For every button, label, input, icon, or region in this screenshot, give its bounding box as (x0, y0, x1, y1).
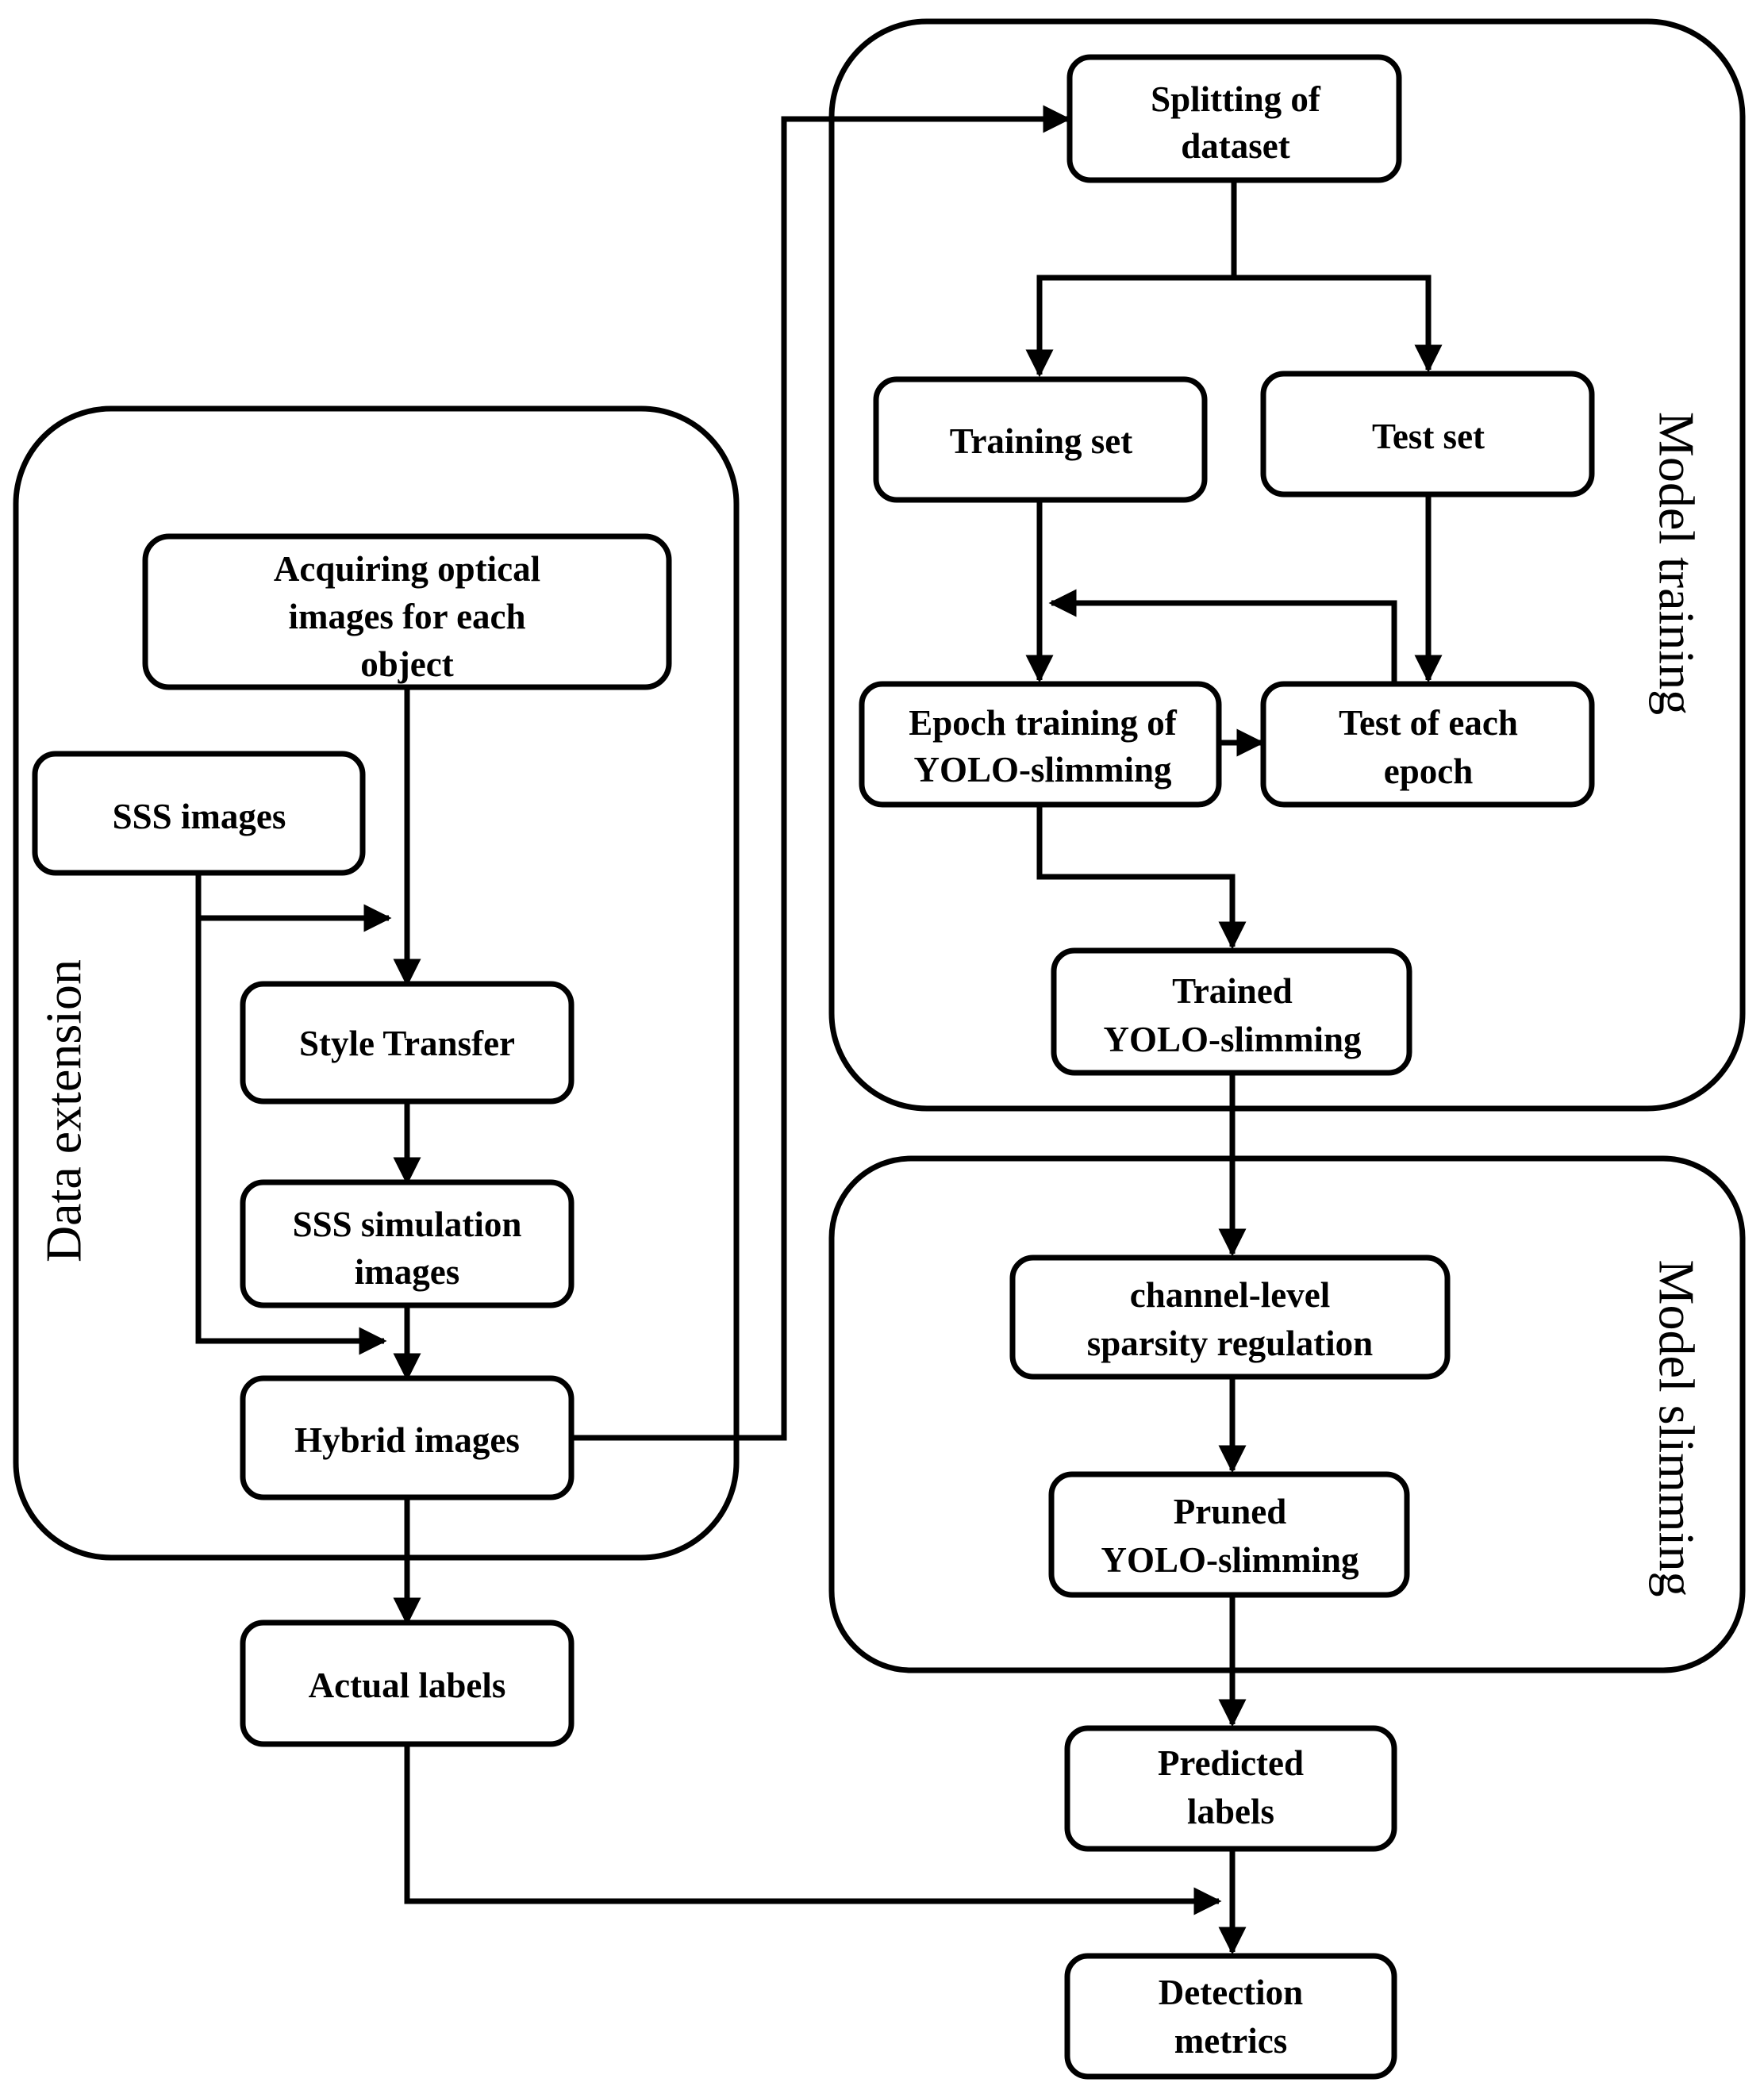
node-test-set: Test set (1260, 371, 1595, 498)
node-sss-simulation-line-1: SSS simulation (293, 1205, 522, 1244)
node-trained-yolo-slimming: Trained YOLO-slimming (1051, 947, 1412, 1076)
node-test-set-line-1: Test set (1372, 417, 1485, 456)
node-epoch-training: Epoch training of YOLO-slimming (859, 681, 1222, 808)
node-detection-line-1: Detection (1159, 1973, 1303, 2012)
node-channel-level-line-2: sparsity regulation (1087, 1324, 1373, 1363)
node-detection-metrics: Detection metrics (1064, 1953, 1397, 2080)
node-predicted-labels: Predicted labels (1064, 1725, 1397, 1852)
node-training-set: Training set (873, 376, 1208, 503)
node-training-set-line-1: Training set (950, 421, 1132, 461)
edge-splitting-to-training-set (1025, 180, 1237, 378)
edge-test-each-epoch-feedback (1048, 589, 1397, 684)
node-acquiring-optical-images: Acquiring optical images for each object (142, 533, 672, 690)
node-predicted-line-1: Predicted (1158, 1743, 1304, 1783)
model-training-label: Model training (1649, 412, 1705, 715)
node-pruned-yolo-slimming: Pruned YOLO-slimming (1048, 1471, 1410, 1598)
node-sss-images-line-1: SSS images (113, 797, 286, 836)
node-test-of-each-epoch: Test of each epoch (1260, 681, 1595, 808)
node-test-each-epoch-line-1: Test of each (1339, 703, 1518, 743)
node-sss-simulation-line-2: images (355, 1252, 459, 1292)
node-splitting-line-1: Splitting of (1151, 79, 1321, 119)
node-hybrid-images: Hybrid images (240, 1375, 575, 1500)
node-splitting-line-2: dataset (1181, 126, 1289, 166)
node-sss-images: SSS images (32, 751, 366, 876)
node-style-transfer: Style Transfer (240, 981, 575, 1105)
edges (195, 105, 1443, 1955)
edge-hybrid-to-splitting (571, 105, 1071, 1441)
node-acquiring-line-3: object (360, 644, 453, 684)
node-test-each-epoch-line-2: epoch (1384, 751, 1474, 791)
node-actual-labels-line-1: Actual labels (309, 1666, 506, 1705)
model-slimming-label: Model slimming (1649, 1260, 1705, 1597)
node-acquiring-line-1: Acquiring optical (274, 549, 540, 589)
node-actual-labels: Actual labels (240, 1619, 575, 1747)
edge-epoch-training-to-trained (1036, 805, 1247, 950)
edge-actual-labels-to-detection (404, 1744, 1222, 1915)
node-sss-simulation-images: SSS simulation images (240, 1179, 575, 1308)
node-acquiring-line-2: images for each (288, 597, 525, 636)
node-epoch-training-line-2: YOLO-slimming (913, 750, 1172, 790)
node-channel-level-sparsity: channel-level sparsity regulation (1009, 1254, 1451, 1380)
node-pruned-line-2: YOLO-slimming (1101, 1540, 1359, 1580)
node-pruned-line-1: Pruned (1174, 1492, 1287, 1531)
node-trained-line-1: Trained (1172, 971, 1293, 1011)
edge-sss-images-to-hybrid (195, 918, 387, 1355)
node-style-transfer-line-1: Style Transfer (299, 1024, 515, 1063)
node-detection-line-2: metrics (1174, 2021, 1287, 2061)
node-channel-level-line-1: channel-level (1130, 1275, 1330, 1315)
edge-splitting-to-test-set (1234, 275, 1443, 373)
node-hybrid-line-1: Hybrid images (294, 1420, 520, 1460)
node-trained-line-2: YOLO-slimming (1103, 1020, 1362, 1059)
model-training-group (828, 18, 1746, 1112)
node-predicted-line-2: labels (1187, 1792, 1274, 1831)
node-splitting-of-dataset: Splitting of dataset (1066, 54, 1402, 183)
data-extension-label: Data extension (36, 959, 92, 1262)
node-epoch-training-line-1: Epoch training of (909, 703, 1178, 743)
